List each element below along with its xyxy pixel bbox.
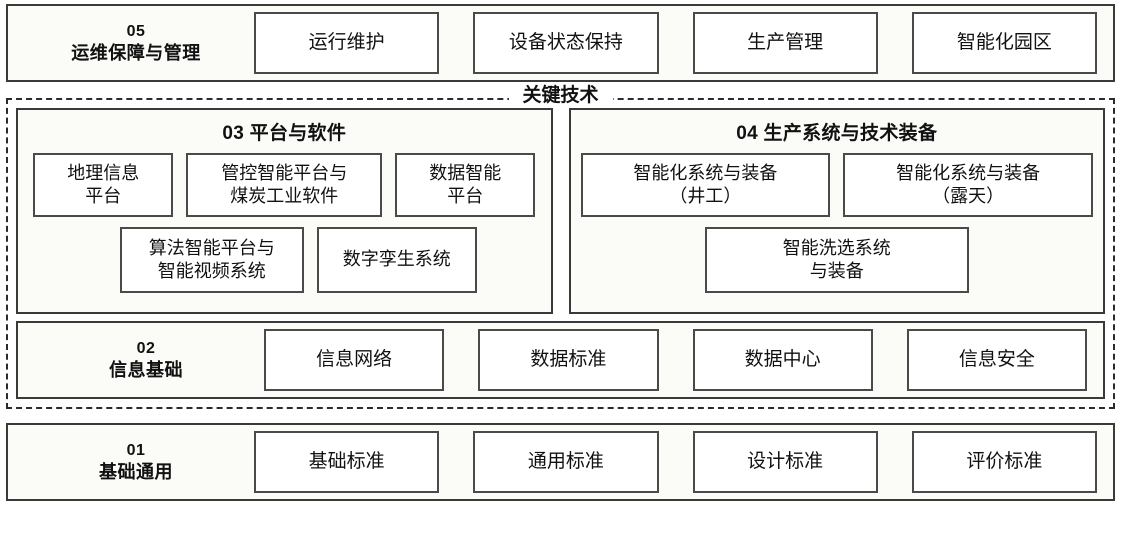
- layer-04-item-coal-preparation[interactable]: 智能洗选系统 与装备: [704, 227, 969, 293]
- layer-02-item-4[interactable]: 信息安全: [906, 329, 1087, 391]
- layer-03-item-algorithm-platform-line1: 算法智能平台与: [148, 237, 275, 258]
- layer-04-item-coal-preparation-line2: 与装备: [809, 261, 864, 281]
- layer-05-item-3[interactable]: 生产管理: [692, 12, 878, 74]
- layer-03-item-digital-twin[interactable]: 数字孪生系统: [316, 227, 477, 293]
- layer-05-item-2[interactable]: 设备状态保持: [473, 12, 659, 74]
- layer-04-item-opencast[interactable]: 智能化系统与装备 （露天）: [843, 153, 1093, 217]
- layer-03-item-gis-line2: 平台: [85, 186, 122, 206]
- layer-03-item-data-platform-line1: 数据智能: [429, 162, 502, 183]
- layer-03-item-data-platform[interactable]: 数据智能 平台: [395, 153, 536, 217]
- layer-04-row-2: 智能洗选系统 与装备: [581, 227, 1094, 293]
- layer-02-band: 02 信息基础 信息网络 数据标准 数据中心 信息安全: [16, 321, 1105, 399]
- layer-03-item-control-platform-line2: 煤炭工业软件: [230, 186, 339, 206]
- layer-03-item-algorithm-platform[interactable]: 算法智能平台与 智能视频系统: [119, 227, 304, 293]
- layer-02-label: 02 信息基础: [28, 338, 264, 383]
- layer-04-item-underground[interactable]: 智能化系统与装备 （井工）: [580, 153, 831, 217]
- layer-01-band: 01 基础通用 基础标准 通用标准 设计标准 评价标准: [6, 423, 1115, 501]
- layer-01-item-1[interactable]: 基础标准: [254, 431, 440, 493]
- layer-01-label: 01 基础通用: [18, 440, 254, 485]
- layer-01-item-4[interactable]: 评价标准: [911, 431, 1097, 493]
- layer-05-item-1[interactable]: 运行维护: [254, 12, 440, 74]
- layer-02-item-2[interactable]: 数据标准: [478, 329, 659, 391]
- layer-03-row-1: 地理信息 平台 管控智能平台与 煤炭工业软件 数: [28, 153, 541, 217]
- layer-01-items: 基础标准 通用标准 设计标准 评价标准: [254, 431, 1103, 493]
- layer-03-item-algorithm-platform-line2: 智能视频系统: [157, 261, 266, 281]
- layer-03-title: 03 平台与软件: [222, 123, 347, 144]
- key-technology-container: 关键技术 03 平台与软件 地理信息 平台: [6, 86, 1115, 409]
- layer-01-item-2[interactable]: 通用标准: [473, 431, 659, 493]
- layer-04-title: 04 生产系统与技术装备: [736, 123, 938, 144]
- layer-04-item-coal-preparation-line1: 智能洗选系统: [782, 237, 891, 258]
- layer-03-body: 地理信息 平台 管控智能平台与 煤炭工业软件 数: [28, 153, 541, 293]
- layer-03-item-digital-twin-line1: 数字孪生系统: [342, 249, 451, 270]
- layer-02-item-1[interactable]: 信息网络: [264, 329, 445, 391]
- middle-row: 03 平台与软件 地理信息 平台 管控智能平台与 煤炭工业软件: [16, 108, 1105, 314]
- layer-04-group: 04 生产系统与技术装备 智能化系统与装备 （井工） 智能化系统与装备: [568, 108, 1105, 314]
- layer-02-items: 信息网络 数据标准 数据中心 信息安全: [264, 329, 1093, 391]
- layer-04-item-opencast-line1: 智能化系统与装备: [896, 162, 1041, 183]
- layer-03-item-gis-line1: 地理信息: [67, 162, 140, 183]
- key-technology-label: 关键技术: [508, 86, 613, 105]
- layer-05-label: 05 运维保障与管理: [18, 21, 254, 66]
- layer-03-row-2: 算法智能平台与 智能视频系统 数字孪生系统: [42, 227, 555, 293]
- layer-02-item-3[interactable]: 数据中心: [692, 329, 873, 391]
- layer-04-item-opencast-line2: （露天）: [932, 186, 1005, 206]
- layer-04-body: 智能化系统与装备 （井工） 智能化系统与装备 （露天）: [580, 153, 1094, 293]
- layer-01-number: 01: [126, 441, 146, 459]
- layer-02-number: 02: [136, 339, 156, 357]
- layer-04-row-1: 智能化系统与装备 （井工） 智能化系统与装备 （露天）: [580, 153, 1093, 217]
- layer-03-item-gis[interactable]: 地理信息 平台: [33, 153, 174, 217]
- layer-01-title: 基础通用: [99, 461, 173, 482]
- layer-05-band: 05 运维保障与管理 运行维护 设备状态保持 生产管理 智能化园区: [6, 4, 1115, 82]
- layer-03-item-control-platform-line1: 管控智能平台与: [221, 162, 348, 183]
- layer-03-group: 03 平台与软件 地理信息 平台 管控智能平台与 煤炭工业软件: [16, 108, 553, 314]
- layer-05-number: 05: [126, 22, 146, 40]
- layer-05-item-4[interactable]: 智能化园区: [911, 12, 1097, 74]
- layer-04-item-underground-line1: 智能化系统与装备: [633, 162, 778, 183]
- layer-05-items: 运行维护 设备状态保持 生产管理 智能化园区: [254, 12, 1103, 74]
- layer-01-item-3[interactable]: 设计标准: [692, 431, 878, 493]
- layer-02-title: 信息基础: [109, 359, 183, 380]
- layer-04-item-underground-line2: （井工）: [669, 186, 742, 206]
- layer-03-item-data-platform-line2: 平台: [447, 186, 484, 206]
- layer-03-item-control-platform[interactable]: 管控智能平台与 煤炭工业软件: [186, 153, 383, 217]
- layer-05-title: 运维保障与管理: [71, 42, 201, 63]
